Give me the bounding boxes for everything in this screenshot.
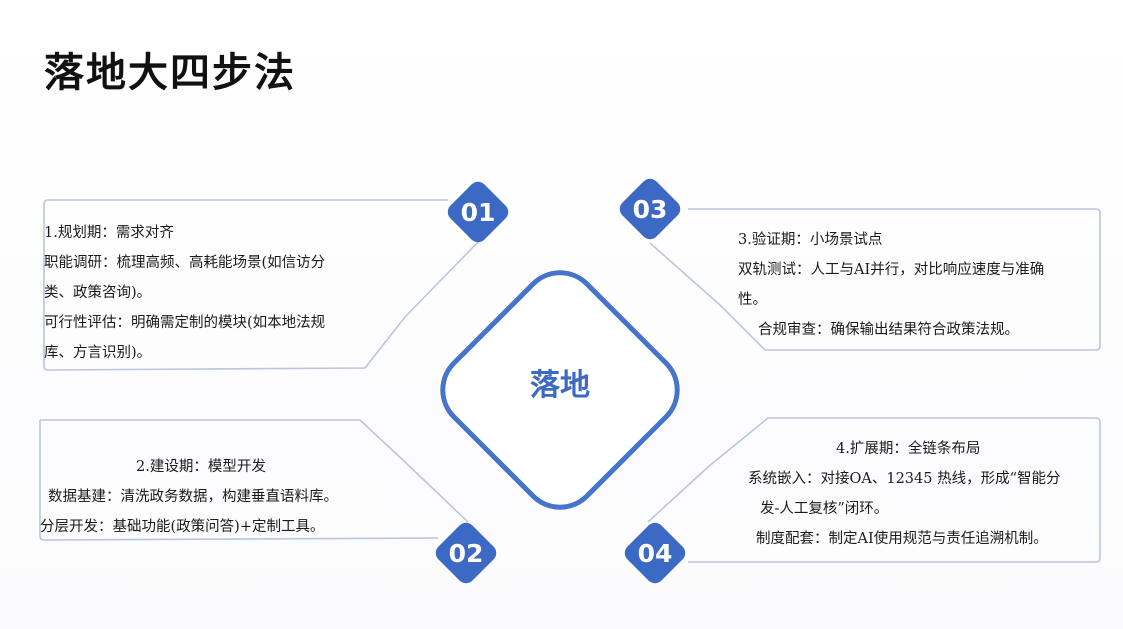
step-2-line: 分层开发：基础功能(政策问答)+定制工具。	[40, 519, 325, 535]
step-4-heading: 4.扩展期：全链条布局	[836, 441, 981, 457]
step-3-badge-shape	[619, 178, 681, 240]
step-3-box	[649, 208, 1101, 351]
step-2-badge: 02	[448, 539, 484, 568]
step-1-line: 类、政策咨询)。	[44, 285, 152, 301]
center-diamond	[440, 270, 680, 510]
step-4-line: 发-人工复核”闭环。	[760, 501, 889, 517]
step-4-badge-shape	[624, 522, 686, 584]
step-4-text: 4.扩展期：全链条布局 系统嵌入：对接OA、12345 热线，形成“智能分 发-…	[748, 434, 1061, 554]
step-2-text: 2.建设期：模型开发 数据基建：清洗政务数据，构建垂直语料库。 分层开发：基础功…	[40, 452, 338, 542]
step-2-line: 数据基建：清洗政务数据，构建垂直语料库。	[48, 489, 338, 505]
step-1-line: 职能调研：梳理高频、高耗能场景(如信访分	[44, 255, 326, 271]
step-3-text: 3.验证期：小场景试点 双轨测试：人工与AI并行，对比响应速度与准确 性。 合规…	[738, 225, 1044, 345]
step-3-heading: 3.验证期：小场景试点	[738, 232, 883, 248]
step-1-badge-shape	[447, 181, 509, 243]
step-2-box	[39, 419, 469, 541]
center-label: 落地	[530, 368, 590, 403]
step-2-badge-shape	[435, 522, 497, 584]
step-3-line: 性。	[738, 292, 767, 308]
step-1-text: 1.规划期：需求对齐 职能调研：梳理高频、高耗能场景(如信访分 类、政策咨询)。…	[44, 218, 325, 368]
step-1-heading: 1.规划期：需求对齐	[44, 225, 174, 241]
step-3-badge: 03	[632, 195, 668, 224]
step-1-box	[43, 199, 481, 371]
step-4-line: 系统嵌入：对接OA、12345 热线，形成“智能分	[748, 471, 1061, 487]
step-3-line: 合规审查：确保输出结果符合政策法规。	[758, 322, 1019, 338]
step-4-badge: 04	[637, 539, 673, 568]
step-4-box	[647, 417, 1101, 563]
step-1-line: 可行性评估：明确需定制的模块(如本地法规	[44, 315, 326, 331]
step-1-line: 库、方言识别)。	[44, 345, 152, 361]
step-1-badge: 01	[460, 198, 496, 227]
page-title: 落地大四步法	[44, 50, 296, 96]
step-2-heading: 2.建设期：模型开发	[136, 459, 266, 475]
step-4-line: 制度配套：制定AI使用规范与责任追溯机制。	[756, 531, 1048, 547]
step-3-line: 双轨测试：人工与AI并行，对比响应速度与准确	[738, 262, 1045, 278]
